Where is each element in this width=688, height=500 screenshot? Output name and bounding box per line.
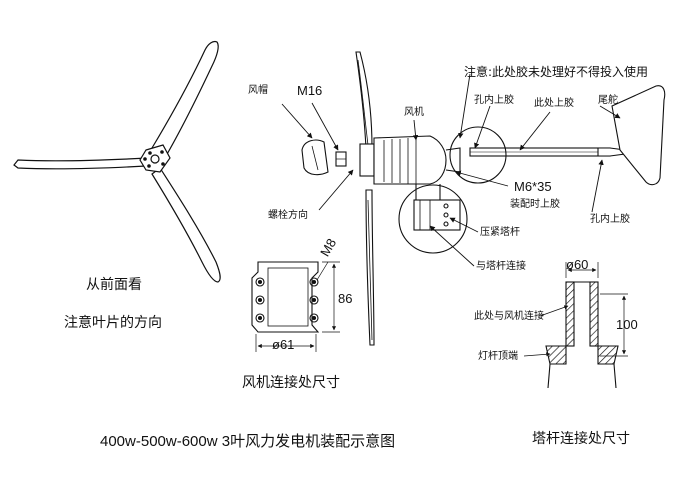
tail-fin [611,85,666,186]
dim-tower-diameter: ø60 [566,257,589,272]
dim-fan-width: ø61 [272,337,295,352]
label-note: 注意:此处胶未处理好不得投入使用 [464,65,649,79]
label-hub-cap: 风帽 [248,85,268,96]
label-generator: 风机 [404,107,424,118]
diagram-title: 400w-500w-600w 3叶风力发电机装配示意图 [100,433,396,450]
label-hole-glue-top: 孔内上胶 [474,95,514,106]
label-glue-on-assembly: 装配时上胶 [510,199,560,210]
label-tower-connect: 与塔杆连接 [476,261,526,272]
caption-blade-direction: 注意叶片的方向 [64,315,162,331]
tower-connection-drawing [523,262,628,389]
detail-circle-tail [449,126,507,184]
side-assembly [301,51,666,346]
label-lamp-top: 灯杆顶端 [478,351,518,362]
caption-tower-connection: 塔杆连接处尺寸 [532,431,630,447]
blade-upper [151,40,219,157]
hub-cap-part [301,139,329,176]
caption-front-view: 从前面看 [86,277,142,293]
fan-connection-drawing [251,261,340,352]
generator-body [373,135,447,185]
dim-tower-height: 100 [616,317,638,332]
front-view-rotor [13,40,221,283]
label-screw-m6: M6*35 [514,179,552,194]
detail-circle-clamp [398,184,468,254]
label-tail-fin: 尾舵 [598,95,618,106]
dim-fan-height: 86 [338,291,353,306]
assembly-leaders [281,73,621,267]
label-clamp-tower: 压紧塔杆 [480,227,520,238]
label-glue-here: 此处上胶 [534,98,574,109]
blade-lower [151,167,221,283]
label-hole-glue-bottom: 孔内上胶 [590,214,630,225]
blade-left [13,157,149,170]
caption-fan-connection: 风机连接处尺寸 [242,375,340,391]
label-connect-to-fan: 此处与风机连接 [474,311,544,322]
label-bolt-direction: 螺栓方向 [268,210,308,221]
label-bolt-m16: M16 [297,83,323,98]
